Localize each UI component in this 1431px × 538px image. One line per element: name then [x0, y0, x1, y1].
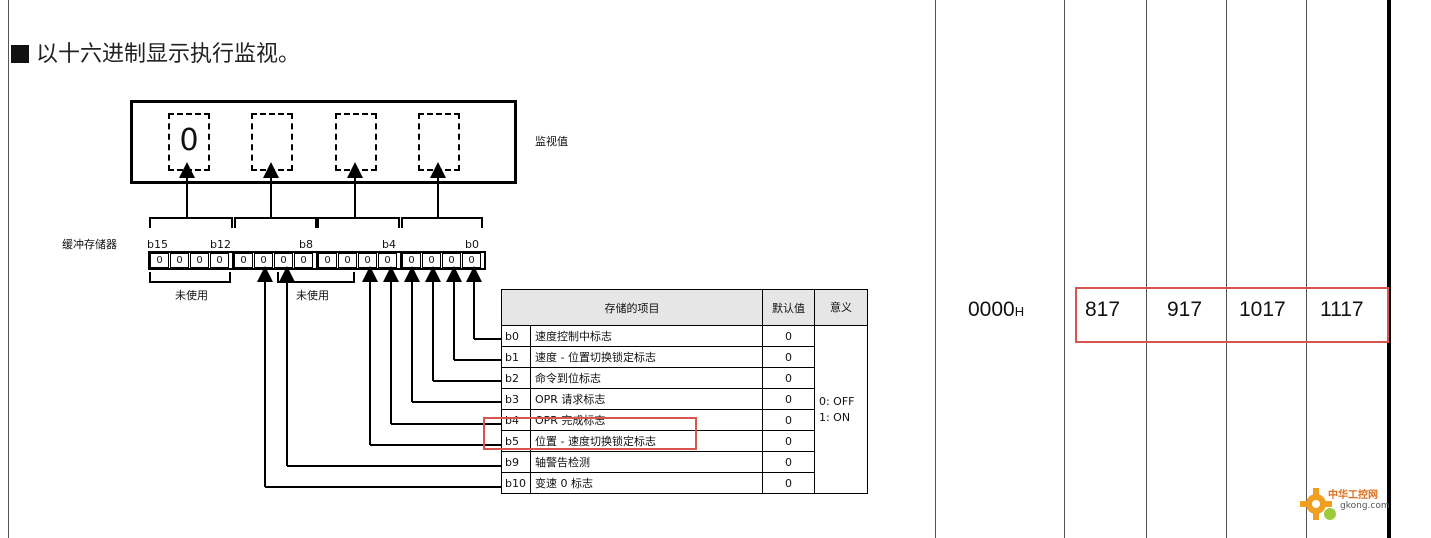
- default-value: 0: [761, 430, 815, 452]
- default-value: 0: [761, 388, 815, 410]
- bit-cell: 0: [254, 253, 273, 268]
- unused-label: 未使用: [296, 289, 329, 302]
- bit-cell-label: b2: [501, 367, 531, 389]
- table-header-row: 存储的项目 默认值 意义: [501, 289, 868, 326]
- bit-label-b8: b8: [299, 238, 313, 251]
- cell-border: [1064, 0, 1065, 538]
- bit-cell: 0: [234, 253, 253, 268]
- monitor-display: 0: [130, 100, 517, 184]
- watermark-sub: gkong.com: [1340, 501, 1390, 511]
- bit-cell: 0: [294, 253, 313, 268]
- watermark-text: 中华工控网: [1328, 490, 1378, 501]
- square-bullet-icon: [11, 45, 29, 63]
- monitor-digit: 0: [168, 113, 210, 171]
- monitor-digit: [335, 113, 377, 171]
- bit-cell: 0: [190, 253, 209, 268]
- bit-label-b12: b12: [210, 238, 231, 251]
- meaning-on: 1: ON: [818, 410, 851, 424]
- bit-cell: 0: [402, 253, 421, 268]
- watermark-logo: 中华工控网 gkong.com: [1296, 484, 1396, 524]
- cell-border: [1306, 0, 1307, 538]
- unused-label: 未使用: [175, 289, 208, 302]
- monitor-digit: [418, 113, 460, 171]
- header-item: 存储的项目: [501, 289, 763, 326]
- bit-label-b15: b15: [147, 238, 168, 251]
- table-row: b10 变速 0 标志 0: [501, 472, 868, 494]
- highlight-addresses: [1075, 287, 1389, 343]
- item-name: 速度控制中标志: [529, 325, 763, 347]
- default-value-hex: 0000H: [968, 298, 1024, 322]
- bit-cell: 0: [338, 253, 357, 268]
- bit-group: [400, 251, 486, 270]
- table-row: b2 命令到位标志 0: [501, 367, 868, 389]
- bit-cell: 0: [378, 253, 397, 268]
- address-value: 817: [1085, 298, 1121, 321]
- default-value: 0: [761, 451, 815, 473]
- cell-border: [1226, 0, 1227, 538]
- table-row: b4 OPR 完成标志 0: [501, 409, 868, 431]
- bit-cell: 0: [318, 253, 337, 268]
- bit-cell: 0: [170, 253, 189, 268]
- bit-cell-label: b10: [501, 472, 531, 494]
- bit-meaning-table: 存储的项目 默认值 意义 b0 速度控制中标志 0 0: OFF 1: ON b…: [501, 289, 868, 494]
- bit-cell: 0: [358, 253, 377, 268]
- bit-cell: 0: [210, 253, 229, 268]
- gear-icon: [1300, 488, 1336, 520]
- bit-label-b4: b4: [382, 238, 396, 251]
- cell-border-left: [8, 0, 9, 538]
- address-value: 1017: [1239, 298, 1286, 321]
- section-heading: 以十六进制显示执行监视。: [11, 36, 300, 68]
- highlight-b4-row: [483, 417, 697, 450]
- default-value: 0: [761, 472, 815, 494]
- cell-border: [935, 0, 936, 538]
- monitor-label: 监视值: [535, 135, 568, 148]
- bit-cell: 0: [422, 253, 441, 268]
- bit-cell: 0: [274, 253, 293, 268]
- address-value: 917: [1167, 298, 1203, 321]
- table-row: b1 速度 - 位置切换锁定标志 0: [501, 346, 868, 368]
- cell-border-right: [1387, 0, 1391, 538]
- address-value: 1117: [1320, 298, 1364, 321]
- item-name: 命令到位标志: [529, 367, 763, 389]
- monitor-digit: [251, 113, 293, 171]
- header-meaning: 意义: [813, 289, 868, 326]
- item-name: OPR 请求标志: [529, 388, 763, 410]
- item-name: 轴警告检测: [529, 451, 763, 473]
- buffer-label: 缓冲存储器: [62, 238, 117, 251]
- table-row: b3 OPR 请求标志 0: [501, 388, 868, 410]
- default-value: 0: [761, 325, 815, 347]
- bit-cell-label: b1: [501, 346, 531, 368]
- bit-cell: 0: [442, 253, 461, 268]
- bit-cell: 0: [150, 253, 169, 268]
- default-value: 0: [761, 409, 815, 431]
- default-value: 0: [761, 367, 815, 389]
- bit-cell-label: b9: [501, 451, 531, 473]
- default-value-suffix: H: [1014, 304, 1025, 319]
- meaning-off: 0: OFF: [818, 394, 855, 408]
- bit-cell-label: b3: [501, 388, 531, 410]
- bit-cell-label: b0: [501, 325, 531, 347]
- bit-label-b0: b0: [465, 238, 479, 251]
- item-name: 速度 - 位置切换锁定标志: [529, 346, 763, 368]
- default-value-number: 0000: [968, 298, 1015, 321]
- bit-cell: 0: [462, 253, 481, 268]
- default-value: 0: [761, 346, 815, 368]
- meaning-cell: 0: OFF 1: ON: [813, 325, 868, 494]
- item-name: 变速 0 标志: [529, 472, 763, 494]
- heading-text: 以十六进制显示执行监视。: [36, 42, 301, 67]
- table-row: b0 速度控制中标志 0 0: OFF 1: ON: [501, 325, 868, 494]
- table-row: b9 轴警告检测 0: [501, 451, 868, 473]
- header-default: 默认值: [761, 289, 815, 326]
- cell-border: [1146, 0, 1147, 538]
